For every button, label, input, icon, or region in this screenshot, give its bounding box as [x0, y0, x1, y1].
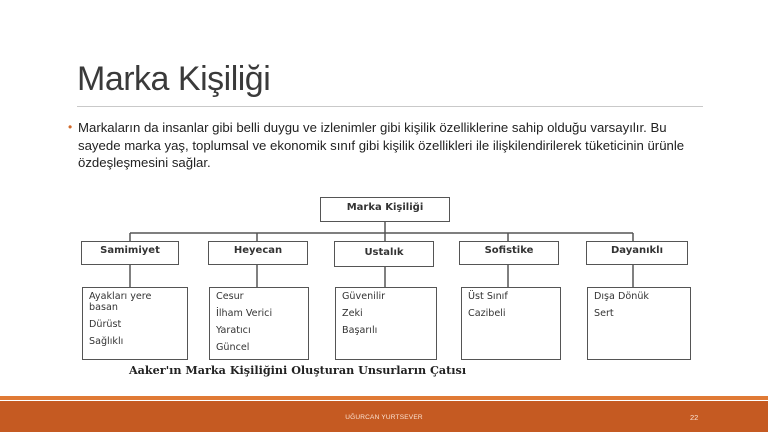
- list-item: Dürüst: [89, 319, 122, 330]
- bullet-text: Markaların da insanlar gibi belli duygu …: [78, 120, 685, 171]
- branch-items-sofistike: Üst Sınıf Cazibeli: [461, 287, 561, 360]
- brand-personality-diagram: Marka Kişiliği Samimiyet Heyecan Ustalık…: [78, 193, 694, 383]
- connector-lines: [129, 221, 634, 287]
- footer-accent-line: [0, 396, 768, 400]
- footer-bar: [0, 401, 768, 432]
- branch-items-ustalik: Güvenilir Zeki Başarılı: [335, 287, 437, 360]
- list-item: Güncel: [216, 342, 250, 353]
- list-item: Zeki: [342, 308, 363, 319]
- branch-items-heyecan: Cesur İlham Verici Yaratıcı Güncel: [209, 287, 309, 360]
- list-item: Yaratıcı: [216, 325, 251, 336]
- bullet-point: • Markaların da insanlar gibi belli duyg…: [68, 119, 708, 172]
- list-item: Sert: [594, 308, 614, 319]
- list-item: Cazibeli: [468, 308, 506, 319]
- root-box: Marka Kişiliği: [320, 197, 450, 222]
- list-item: Sağlıklı: [89, 336, 124, 347]
- list-item: Ayakları yere basan: [89, 291, 152, 313]
- title-divider: [77, 106, 703, 107]
- branch-header-sofistike: Sofistike: [459, 241, 559, 265]
- page-number: 22: [690, 413, 699, 422]
- branch-header-heyecan: Heyecan: [208, 241, 308, 265]
- bullet-icon: •: [68, 120, 73, 134]
- slide-title: Marka Kişiliği: [77, 60, 271, 98]
- branch-items-dayanikli: Dışa Dönük Sert: [587, 287, 691, 360]
- branch-header-samimiyet: Samimiyet: [81, 241, 179, 265]
- list-item: Dışa Dönük: [594, 291, 649, 302]
- footer-author: UĞURCAN YURTSEVER: [345, 414, 423, 421]
- list-item: Güvenilir: [342, 291, 386, 302]
- list-item: Başarılı: [342, 325, 378, 336]
- list-item: Cesur: [216, 291, 244, 302]
- branch-header-ustalik: Ustalık: [334, 241, 434, 267]
- list-item: İlham Verici: [216, 308, 273, 319]
- branch-items-samimiyet: Ayakları yere basan Dürüst Sağlıklı: [82, 287, 188, 360]
- diagram-caption: Aaker'ın Marka Kişiliğini Oluşturan Unsu…: [129, 363, 467, 377]
- branch-header-dayanikli: Dayanıklı: [586, 241, 688, 265]
- list-item: Üst Sınıf: [468, 291, 508, 302]
